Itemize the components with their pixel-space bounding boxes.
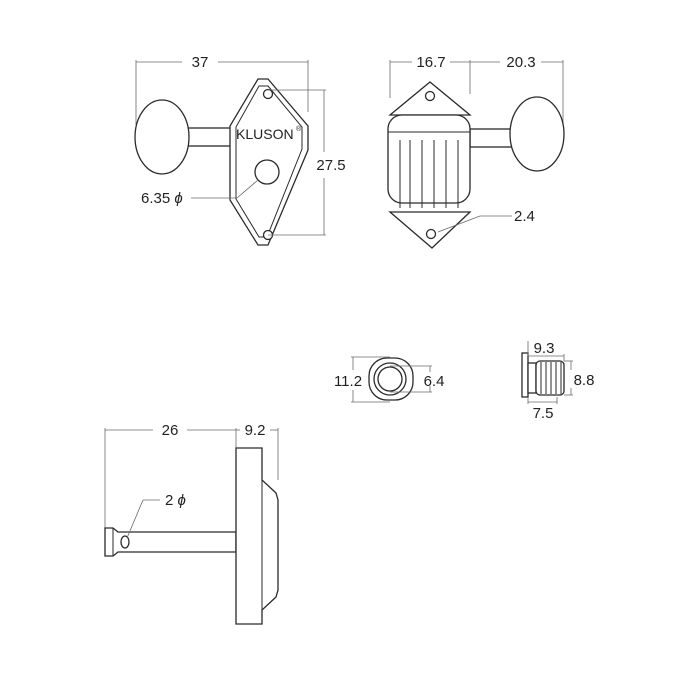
- nut-right-label: 8.8: [574, 372, 595, 389]
- string-hole-diameter-symbol: ϕ: [178, 492, 186, 509]
- screw-hole-leader-diagonal: [437, 215, 481, 233]
- string-hole-leader-diagonal: [126, 499, 144, 539]
- diamond-plate-inner-edge: [235, 85, 303, 238]
- height-label: 27.5: [316, 157, 345, 174]
- string-hole-value: 2: [165, 492, 173, 509]
- side-knob-shaft: [469, 128, 516, 148]
- string-hole-label: 2 ϕ: [165, 492, 186, 509]
- bushing-outer-label: 11.2: [334, 373, 362, 390]
- knob-extent-label: 20.3: [506, 54, 535, 71]
- width-label: 37: [192, 54, 209, 71]
- bushing-inner-label: 6.4: [424, 373, 445, 390]
- nut-body: [535, 360, 565, 396]
- top-flange-hole: [424, 90, 436, 102]
- post-flange: [235, 447, 279, 625]
- bushing-inner: [377, 366, 403, 392]
- post-hole-label: 6.35 ϕ: [141, 190, 183, 207]
- post-hole-value: 6.35: [141, 190, 170, 207]
- nut-view: 9.3 8.8 7.5: [521, 340, 595, 422]
- brand-logo: KLUSON: [236, 126, 294, 142]
- side-view: 16.7 20.3 2.4: [387, 54, 565, 249]
- nut-flange: [521, 352, 529, 398]
- post-hole: [254, 159, 280, 185]
- diameter-symbol: ϕ: [174, 190, 182, 207]
- oval-knob: [134, 99, 190, 175]
- gear-housing: [387, 114, 471, 204]
- nut-neck: [527, 362, 537, 394]
- post-view: 26 9.2 2 ϕ: [104, 422, 279, 625]
- shaft-length-label: 26: [162, 422, 179, 439]
- string-hole: [120, 535, 130, 549]
- flange-depth-label: 9.2: [245, 422, 266, 439]
- bottom-flange-hole: [425, 228, 437, 240]
- registered-mark: ®: [296, 125, 302, 133]
- nut-bottom-label: 7.5: [533, 405, 554, 422]
- screw-hole-top: [262, 88, 274, 100]
- nut-top-label: 9.3: [534, 340, 555, 357]
- bushing-view: 11.2 6.4: [334, 356, 445, 403]
- side-oval-knob: [509, 96, 565, 172]
- front-view: 37 KLUSON ® 27.5 6.35 ϕ: [134, 54, 346, 246]
- screw-hole-label: 2.4: [514, 208, 535, 225]
- body-width-label: 16.7: [416, 54, 445, 71]
- post-hole-leader-diagonal: [236, 179, 259, 199]
